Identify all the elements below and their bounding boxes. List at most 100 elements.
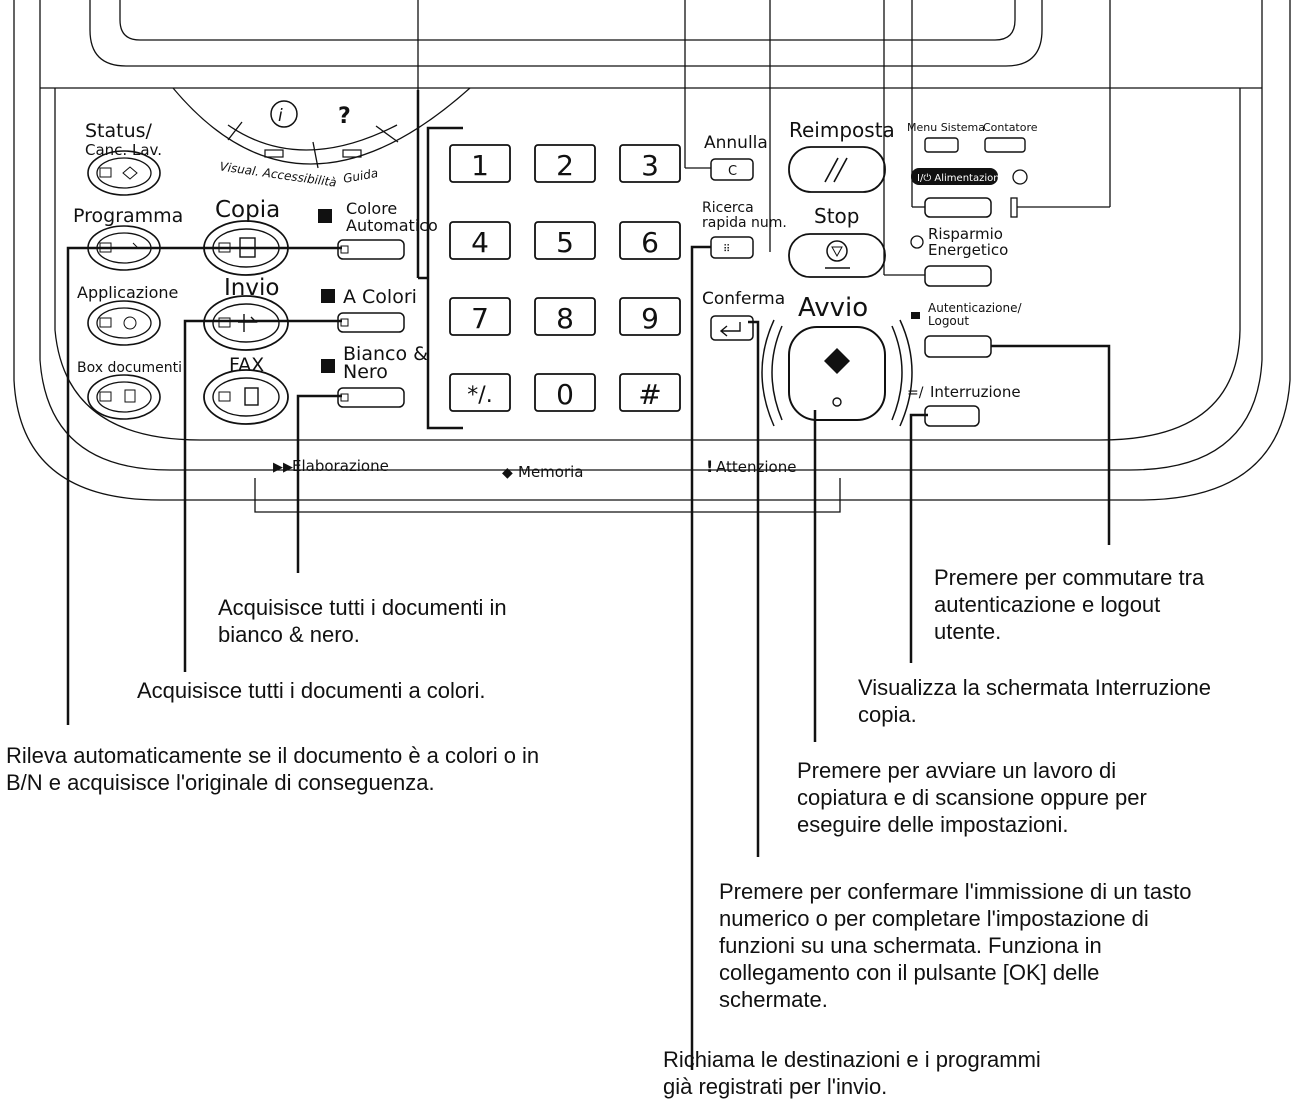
callout-start: Premere per avviare un lavoro di copiatu… (797, 758, 1147, 837)
black-white-label: Bianco &Nero (343, 343, 428, 383)
key-hash (619, 373, 681, 412)
svg-text:i: i (278, 106, 283, 126)
clear-label: Annulla (704, 133, 768, 153)
reset-button[interactable]: Reimposta (788, 118, 895, 193)
power-badge (911, 168, 998, 185)
key-7 (449, 297, 511, 336)
power-label: I/⏻ Alimentazione (917, 173, 1006, 184)
key-1 (449, 144, 511, 183)
key-6-label: 6 (641, 226, 659, 259)
start-label: Avvio (798, 293, 868, 323)
counter-label: Contatore (983, 121, 1038, 134)
panel-bottom-ledge (254, 478, 841, 513)
counter-button[interactable]: Contatore (983, 121, 1038, 153)
interrupt-button[interactable]: =/ Interruzione (907, 383, 1021, 427)
key-4-label: 4 (471, 226, 489, 259)
status-button[interactable]: Status/Canc. Lav. (85, 120, 162, 196)
key-0-label: 0 (556, 378, 574, 411)
send-button[interactable]: Invio (203, 275, 289, 351)
guide-label: Guida (342, 166, 379, 186)
document-box-button[interactable]: Box documenti (77, 360, 182, 420)
attention-indicator-label: Attenzione (716, 458, 796, 476)
panel-outline (13, 0, 1291, 501)
auto-color-icon (318, 209, 332, 223)
black-white-icon (321, 359, 335, 373)
stop-label: Stop (814, 204, 859, 228)
power-button[interactable]: I/⏻ Alimentazione (911, 168, 1028, 218)
leader-full-color (183, 319, 342, 672)
key-3 (619, 144, 681, 183)
memory-indicator-label: Memoria (518, 463, 584, 481)
enter-label: Conferma (702, 289, 785, 309)
processing-indicator-label: Elaborazione (292, 457, 389, 475)
key-5-label: 5 (556, 226, 574, 259)
key-2-label: 2 (556, 149, 574, 182)
copy-button[interactable]: Copia (203, 197, 289, 276)
system-menu-button[interactable]: Menu Sistema (907, 121, 985, 153)
key-6 (619, 221, 681, 260)
authentication-button[interactable]: Autenticazione/Logout (911, 301, 1022, 358)
key-star (449, 373, 511, 412)
key-8-label: 8 (556, 302, 574, 335)
leader-enter (748, 320, 760, 857)
quick-search-icon: ⠿ (723, 244, 730, 255)
callout-full-color: Acquisisce tutti i documenti a colori. (137, 678, 486, 703)
copy-label: Copia (215, 197, 280, 223)
leader-black-white (296, 394, 342, 573)
power-status-icon (1012, 169, 1028, 185)
key-7-label: 7 (471, 302, 489, 335)
key-9 (619, 297, 681, 336)
key-2 (534, 144, 596, 183)
screen-frame (89, 0, 1043, 67)
authentication-label: Autenticazione/Logout (928, 301, 1022, 328)
memory-icon: ◆ (502, 465, 513, 481)
energy-saver-icon (910, 235, 924, 249)
enter-button[interactable]: Conferma (702, 289, 785, 341)
leader-quick-search (690, 245, 711, 1070)
key-9-label: 9 (641, 302, 659, 335)
numeric-keypad[interactable] (449, 144, 681, 412)
leader-auto-color (66, 246, 342, 725)
callout-enter: Premere per confermare l'immissione di u… (719, 879, 1192, 1012)
program-label: Programma (73, 205, 183, 227)
stop-button[interactable]: Stop (788, 204, 886, 278)
key-4 (449, 221, 511, 260)
fax-label: FAX (229, 354, 264, 376)
full-color-button[interactable]: A Colori (321, 286, 417, 333)
system-menu-label: Menu Sistema (907, 121, 985, 134)
clear-key-label: C (728, 164, 737, 179)
document-box-label: Box documenti (77, 360, 182, 376)
panel-inner-outline (39, 0, 1263, 471)
keypad-bracket (426, 126, 463, 430)
callout-auto-color: Rileva automaticamente se il documento è… (6, 743, 540, 795)
lock-icon (911, 312, 920, 319)
help-arc (172, 87, 471, 165)
reset-label: Reimposta (789, 118, 895, 142)
interrupt-icon: =/ (907, 385, 924, 401)
full-color-label: A Colori (343, 286, 417, 308)
clear-button[interactable]: Annulla C (704, 133, 768, 181)
key-1-label: 1 (471, 149, 489, 182)
black-white-button[interactable]: Bianco &Nero (321, 343, 428, 408)
help-arc-inner (227, 124, 398, 151)
accessibility-icon[interactable]: i (270, 100, 298, 128)
application-label: Applicazione (77, 283, 178, 302)
callout-authentication: Premere per commutare tra autenticazione… (934, 565, 1205, 644)
help-icon[interactable]: ? (338, 104, 351, 129)
start-button[interactable]: Avvio (761, 293, 913, 427)
panel-recess (54, 88, 1241, 441)
processing-icon: ▶▶ (273, 460, 293, 475)
program-button[interactable]: Programma (73, 205, 183, 271)
application-button[interactable]: Applicazione (77, 283, 178, 346)
fax-button[interactable]: FAX (203, 354, 289, 425)
attention-icon: ! (706, 457, 713, 476)
interrupt-label: Interruzione (930, 383, 1021, 401)
